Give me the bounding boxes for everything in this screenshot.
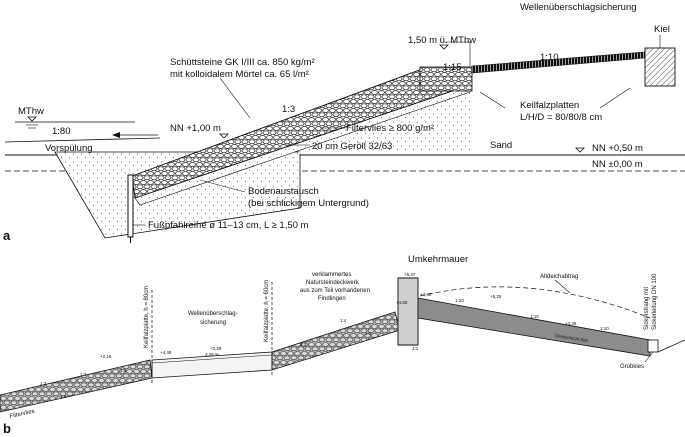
label-keel-plate-60: Keilfalzplatte, h = 60cm <box>264 280 270 342</box>
label-slope-crest: 1:15 <box>443 62 462 73</box>
height-marker <box>439 44 449 50</box>
label-filter-fleece: Filtervlies ≥ 800 g/m² <box>346 123 434 134</box>
elevation-3: +5,37 <box>404 272 416 277</box>
label-stone-revetment-3: aus zum Teil vorhandenen <box>300 288 370 294</box>
elevation-5: +3,28 <box>210 346 222 351</box>
label-keel-plates-2: L/H/D = 80/80/8 cm <box>520 112 602 123</box>
crest-stone-block <box>419 66 473 92</box>
soil-exchange-zone <box>54 151 301 239</box>
mthw-marker <box>27 116 37 122</box>
slope-9: 1:3 <box>365 331 372 336</box>
label-wave-overtopping-1: Wellenüberschlag- <box>188 311 238 317</box>
label-nn-000: NN ±0,00 m <box>592 159 643 170</box>
label-slope-main: 1:3 <box>282 104 295 115</box>
label-armour-stones-2: mit kolloidalem Mörtel ca. 65 l/m² <box>170 69 309 80</box>
label-stone-revetment-2: Natursteindeckwerk <box>306 280 360 286</box>
label-seepage-1: Sickerstrang mit <box>644 287 650 330</box>
label-sand: Sand <box>490 140 512 151</box>
upper-stone-revetment <box>271 311 401 371</box>
ground-right <box>657 339 685 353</box>
elevation-7: +4,35 <box>565 321 577 326</box>
label-gravel: 20 cm Geröll 32/63 <box>312 141 392 152</box>
label-flushing: Vorspülung <box>45 143 93 154</box>
label-slope-top: 1:10 <box>540 52 559 63</box>
gradient-2: 1:4 <box>60 394 67 399</box>
slope-10: 1:1 <box>412 346 419 351</box>
slope-4: 1:10 <box>455 298 464 303</box>
elevation-1: +4,80 <box>396 300 408 305</box>
foreshore-line <box>4 137 161 143</box>
clay-cover-layer <box>417 297 651 357</box>
label-wave-overtopping-2: sicherung <box>200 320 226 326</box>
label-filter-fleece-b: Filtervlies <box>9 409 35 420</box>
label-retaining-wall: Umkehrmauer <box>408 254 468 265</box>
slope-3: 1:4 <box>340 318 347 323</box>
leader-soil-exchange <box>199 179 246 193</box>
leader-armour-stones <box>219 77 251 119</box>
label-wave-overtopping: Wellenüberschlagsicherung <box>520 2 637 13</box>
retaining-wall <box>397 277 419 346</box>
elevation-4: +4,48 <box>160 350 172 355</box>
panel-a: a Wellenüberschlagsicherung Kiel 1,50 m … <box>3 2 685 243</box>
label-coarse-gravel: Grobkies <box>620 364 644 370</box>
panel-b-label: b <box>3 421 11 436</box>
leader-keel-plates-2 <box>599 87 631 109</box>
label-keel-plates-1: Keilfalzplatten <box>520 100 579 111</box>
slope-8: 1:3 <box>300 342 307 347</box>
gradient-1: 3,28 % <box>205 352 219 357</box>
slope-2: 1:4 <box>80 372 87 377</box>
label-old-dike-removal: Altdeichabtrag <box>540 274 578 280</box>
leader-keel-plates <box>479 91 506 109</box>
clay-note: Deckschicht Klei <box>555 333 588 343</box>
slope-6: 1:10 <box>600 326 609 331</box>
label-mthw: MThw <box>18 106 44 117</box>
leader-old-dike-removal <box>554 279 571 294</box>
old-dike-line <box>419 286 651 319</box>
slope-1: 1:3 <box>40 381 47 386</box>
slope-5: 1:10 <box>530 314 539 319</box>
label-soil-exchange-1: Bodenaustausch <box>248 186 319 197</box>
label-height-above-mthw: 1,50 m ü. MThw <box>408 35 476 46</box>
lower-stone-revetment <box>0 359 153 413</box>
elevation-8: +5,25 <box>490 294 502 299</box>
panel-a-label: a <box>3 228 11 243</box>
label-nn-plus-050: NN +0,50 m <box>592 143 643 154</box>
label-pile-row: Fußpfahlreihe ø 11–13 cm, L ≥ 1,50 m <box>148 220 309 231</box>
elevation-6: +2,16 <box>100 354 112 359</box>
label-keel: Kiel <box>654 24 670 35</box>
flow-arrow-head <box>112 132 120 138</box>
leader-coarse-gravel <box>644 351 654 363</box>
label-nn-plus-100: NN +1,00 m <box>170 123 221 134</box>
keel-plates-strip <box>471 51 646 74</box>
elevation-2: +4,60 <box>420 292 432 297</box>
label-stone-revetment-4: Findlingen <box>318 296 346 302</box>
label-slope-foreshore: 1:80 <box>52 126 71 137</box>
panel-b: b Umkehrmauer Altdeichabtrag Sickerstran… <box>0 254 685 436</box>
plate-line <box>151 354 273 364</box>
seepage-drain <box>647 339 659 353</box>
slope-7: 1:3 <box>120 368 127 373</box>
nn-100-marker <box>219 133 229 139</box>
label-seepage-2: Sickerleitung DN 100 <box>652 273 658 330</box>
foot-pile <box>127 174 134 238</box>
label-keel-plate-80: Keilfalzplatte, h = 80cm <box>144 286 150 348</box>
label-stone-revetment-1: verklammertes <box>312 272 351 278</box>
nn-050-marker <box>575 147 585 153</box>
label-soil-exchange-2: (bei schlickigem Untergrund) <box>248 198 369 209</box>
label-armour-stones-1: Schüttsteine GK I/III ca. 850 kg/m² <box>170 57 315 68</box>
keel-block <box>644 47 676 87</box>
